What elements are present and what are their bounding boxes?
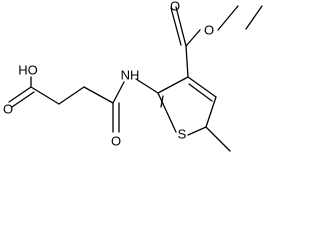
atom-acid-o-double: O [3,102,13,117]
bond-amide-c-ch2 [83,86,114,104]
bond-ring-c4-c5 [205,96,217,128]
bond-ring-c2-double [160,95,164,108]
atom-acid-oh: HO [18,63,38,78]
bond-ring-c3-c4 [187,76,217,98]
bond-ring-c3-c2 [157,76,189,94]
bond-methyl [205,126,231,152]
bond-n-amide-c [112,81,125,104]
bond-carbonyl-ring [185,45,189,78]
structure-diagram: O O NH S HO O O [3,0,263,152]
bond-ch2-ch2 [58,86,85,105]
atom-ester-o-double: O [170,0,180,14]
bond-carbonyl-o-double-1 [175,6,187,47]
atom-amide-o-double: O [111,134,121,149]
bond-c2-n [135,78,159,94]
bond-acid-c-o-1 [8,86,32,103]
bond-o-carbonyl [185,29,201,47]
atom-nitrogen: NH [121,68,140,83]
bond-ring-c5-s [187,126,207,136]
bond-ethyl-ch2-o [217,5,239,31]
bond-carbonyl-o-double-2 [170,7,182,46]
molecule-drawing: O O NH S HO O O [3,0,263,152]
bond-acid-c-o-2 [11,91,35,108]
bond-ch2-acid-c [30,86,60,105]
atom-sulfur: S [178,127,187,142]
bond-ring-s-c2 [157,92,177,133]
atom-ester-o-single: O [204,23,214,38]
bond-ethyl-ch3 [245,5,263,30]
bond-ring-c3-c4-double [188,83,213,102]
